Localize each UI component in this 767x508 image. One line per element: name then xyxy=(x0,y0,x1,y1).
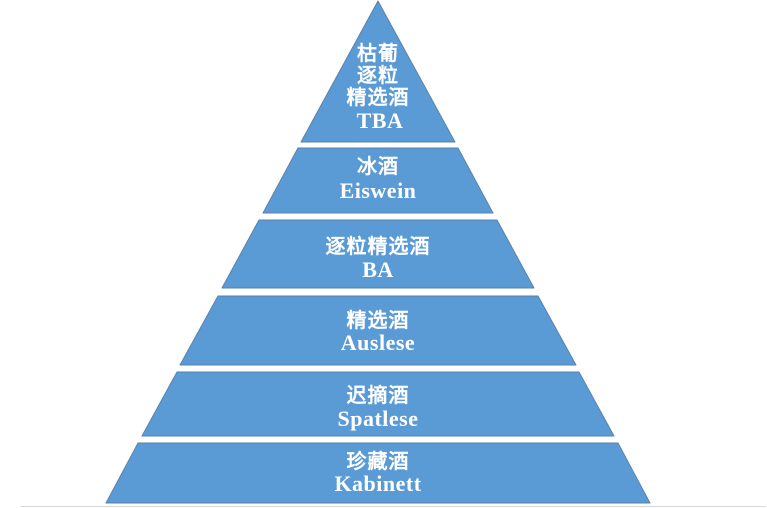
pyramid-level-eiswein-shape xyxy=(262,147,494,214)
level-eiswein-label-zh: 冰酒 xyxy=(357,155,399,178)
pyramid-level-spatlese: 迟摘酒 Spatlese xyxy=(141,371,615,437)
pyramid-level-ba-shape xyxy=(221,219,535,289)
level-tba-label-abbr: TBA xyxy=(357,108,404,133)
level-eiswein-label-latin: Eiswein xyxy=(340,178,417,203)
pyramid-level-auslese-shape xyxy=(179,295,577,366)
pyramid-level-tba-shape xyxy=(300,0,456,143)
pyramid-level-ba: 逐粒精选酒 BA xyxy=(221,219,535,289)
pyramid-level-auslese: 精选酒 Auslese xyxy=(179,295,577,366)
pyramid-level-tba: 枯葡 逐粒 精选酒 TBA xyxy=(300,0,456,143)
level-auslese-label-zh: 精选酒 xyxy=(347,308,410,332)
level-kabinett-label-zh: 珍藏酒 xyxy=(347,449,410,473)
level-spatlese-label-zh: 迟摘酒 xyxy=(347,383,410,407)
level-kabinett-label-latin: Kabinett xyxy=(334,471,421,496)
level-tba-label-line1: 枯葡 xyxy=(357,41,399,65)
level-ba-label-abbr: BA xyxy=(362,257,394,282)
level-spatlese-label-latin: Spatlese xyxy=(338,406,419,431)
level-tba-label-line3: 精选酒 xyxy=(347,85,410,109)
pyramid-level-kabinett-shape xyxy=(105,442,651,504)
pyramid-level-eiswein: 冰酒 Eiswein xyxy=(262,147,494,214)
level-auslese-label-latin: Auslese xyxy=(341,330,415,355)
pyramid-level-spatlese-shape xyxy=(141,371,615,437)
level-tba-label-line2: 逐粒 xyxy=(357,63,399,87)
pyramid-level-kabinett: 珍藏酒 Kabinett xyxy=(105,442,651,504)
level-ba-label-zh: 逐粒精选酒 xyxy=(326,234,431,258)
